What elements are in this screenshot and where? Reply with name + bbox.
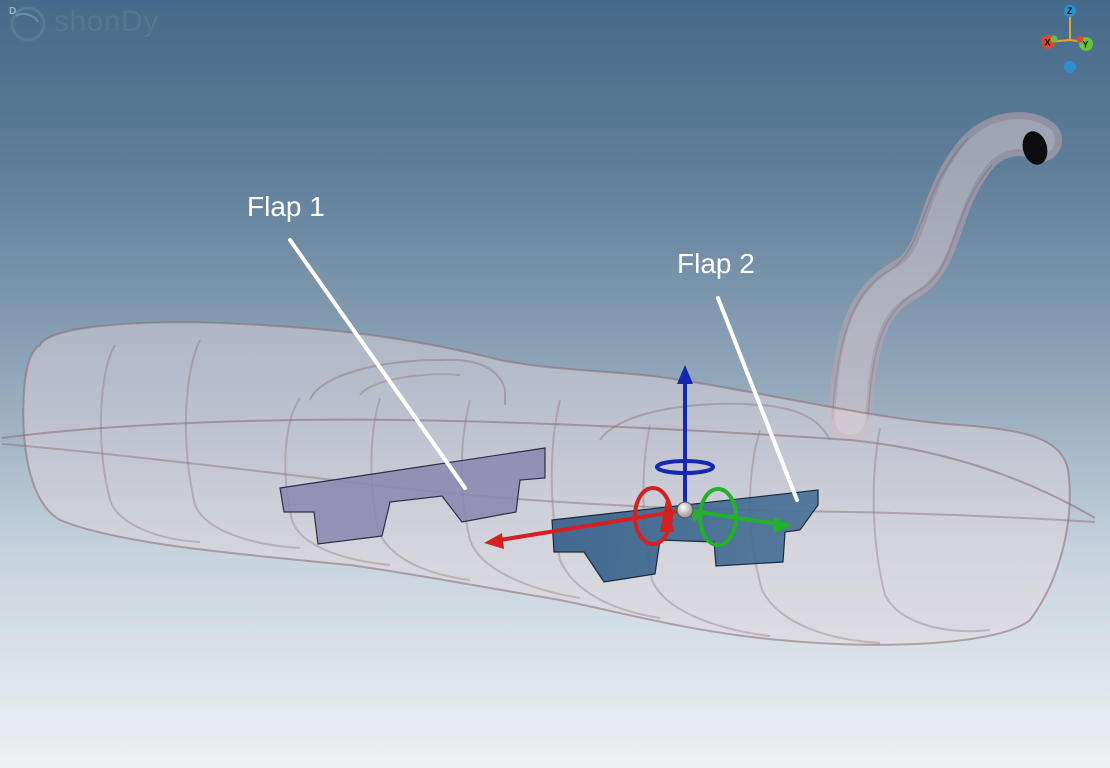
filler-pipe[interactable] — [828, 112, 1062, 442]
y-cone-icon[interactable] — [690, 508, 706, 522]
svg-text:Y: Y — [1083, 40, 1089, 50]
svg-text:Z: Z — [1067, 6, 1073, 16]
manipulator-center-handle[interactable] — [676, 501, 694, 519]
flap-1-leader-line — [288, 238, 467, 490]
flap-2-part[interactable] — [551, 489, 819, 583]
flap-1-part[interactable] — [279, 447, 546, 545]
z-rotate-ring[interactable] — [655, 459, 715, 475]
orientation-triad[interactable]: Z X Y — [1030, 2, 1102, 74]
brand-name: shonDy — [54, 5, 159, 38]
y-arrow-icon[interactable] — [773, 517, 792, 533]
x-cone-icon[interactable] — [660, 500, 674, 532]
brand-watermark: D shonDy — [6, 2, 159, 42]
flap-2-label: Flap 2 — [677, 248, 755, 279]
filler-pipe-opening[interactable] — [1019, 128, 1051, 167]
x-rotate-ring[interactable] — [633, 486, 673, 546]
triad-neg-z-icon[interactable] — [1064, 61, 1076, 73]
x-arrow-icon[interactable] — [484, 533, 504, 549]
flap-1-label: Flap 1 — [247, 191, 325, 222]
shondy-logo-icon: D — [9, 6, 46, 42]
transform-manipulator[interactable] — [484, 365, 792, 549]
triad-z-icon[interactable] — [1064, 5, 1076, 17]
svg-text:D: D — [9, 6, 16, 17]
z-arrow-icon[interactable] — [677, 365, 693, 384]
svg-text:X: X — [1045, 38, 1051, 48]
x-translate-handle[interactable] — [499, 508, 686, 542]
flap-2-leader-line — [716, 296, 799, 502]
fuel-tank-body[interactable] — [1, 321, 1096, 646]
